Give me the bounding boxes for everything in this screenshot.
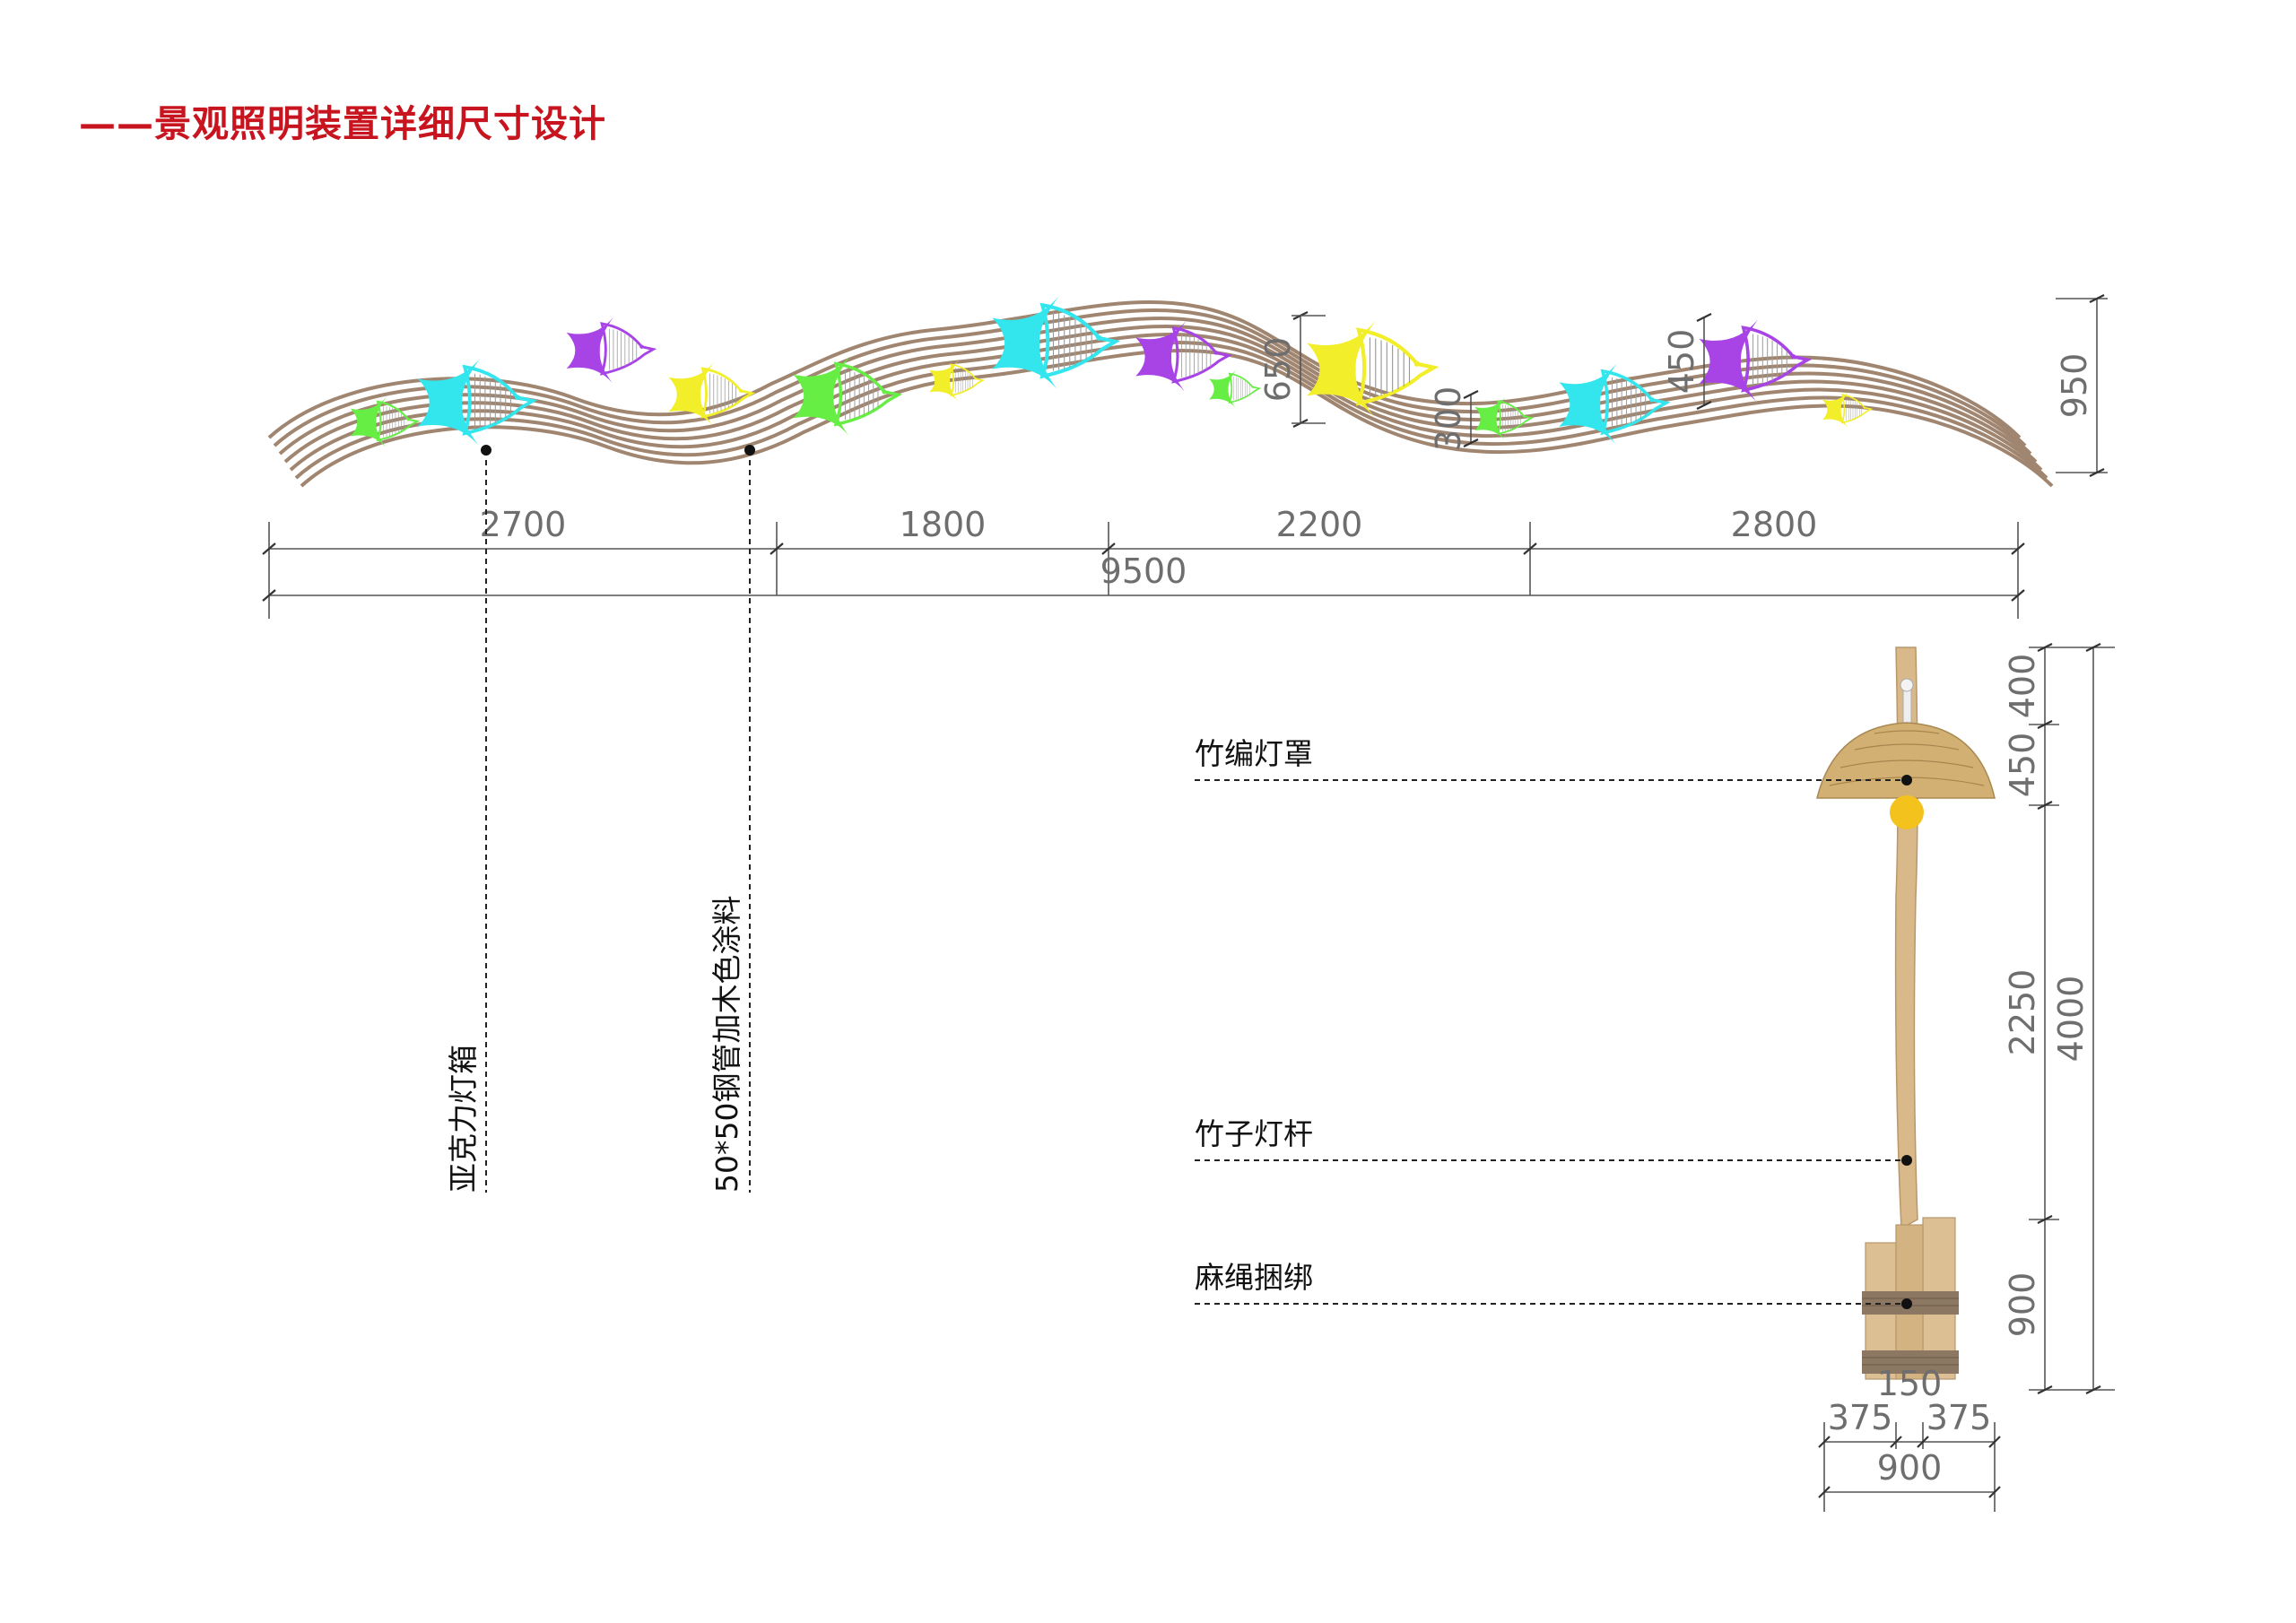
callout-acrylic-box: 亚克力灯箱 [446,445,491,1193]
callout-steel-tube: 50*50钢管加木色涂料 [709,445,755,1193]
wave-band [267,299,2022,439]
callout-pole-label: 竹子灯杆 [1195,1116,1313,1151]
fish-purple-1 [565,316,655,385]
wall-height-label: 950 [2055,353,2094,419]
lamp-base-left-dim: 375 [1828,1398,1893,1437]
fish-dim-450-label: 450 [1662,329,1701,395]
page-title: ——景观照明装置详细尺寸设计 [79,102,606,145]
callout-rope-label: 麻绳捆绑 [1195,1260,1313,1295]
wave-band [283,324,2038,464]
fish-dim-300: 300 [1429,386,1479,452]
callout-rope: 麻绳捆绑 [1195,1260,1912,1309]
lamp-dim-900: 900 [2003,1272,2042,1338]
lamp-height-dims: 400 450 2250 900 4000 [2003,643,2115,1394]
callout-acrylic-box-label: 亚克力灯箱 [446,1045,481,1193]
lamp-dim-400: 400 [2003,654,2042,719]
lamp-base-core-dim: 150 [1877,1364,1943,1403]
lamp-dim-4000: 4000 [2051,976,2091,1063]
segment-dim-3: 2200 [1276,505,1363,544]
wave-band [278,316,2032,456]
lamp-width-dims: 150 375 375 900 [1818,1364,2001,1512]
wave-band [294,340,2048,480]
segment-dim-2: 1800 [900,505,987,544]
fish-dim-450: 450 [1662,313,1712,410]
segment-dim-1: 2700 [480,505,567,544]
lamp-base-total-dim: 900 [1877,1448,1943,1488]
fish-yellow-2 [928,360,984,402]
wave-band [289,332,2043,472]
callout-pole: 竹子灯杆 [1195,1116,1912,1166]
fish-yellow-1 [667,360,753,427]
fish-dim-300-label: 300 [1429,386,1468,452]
fish-dim-650-label: 650 [1258,337,1298,403]
bamboo-lamp [1816,647,1996,1380]
fish-dim-650: 650 [1258,311,1326,428]
lamp-dim-450: 450 [2003,733,2042,798]
wall-height-dim: 950 [2055,294,2108,477]
wave-band [273,308,2027,447]
wall-dimension-chain: 2700 1800 2200 2800 9500 [262,505,2025,619]
callout-shade-label: 竹编灯罩 [1195,736,1313,771]
fish-yellow-large [1307,320,1434,416]
total-width-dim: 9500 [1100,551,1187,591]
callout-shade: 竹编灯罩 [1195,736,1912,785]
lamp-dim-2250: 2250 [2003,969,2042,1056]
wave-wall [267,299,2054,488]
lamp-base-right-dim: 375 [1926,1398,1992,1437]
fish-green-3 [1208,369,1260,409]
callout-steel-tube-label: 50*50钢管加木色涂料 [709,896,744,1193]
segment-dim-4: 2800 [1731,505,1818,544]
